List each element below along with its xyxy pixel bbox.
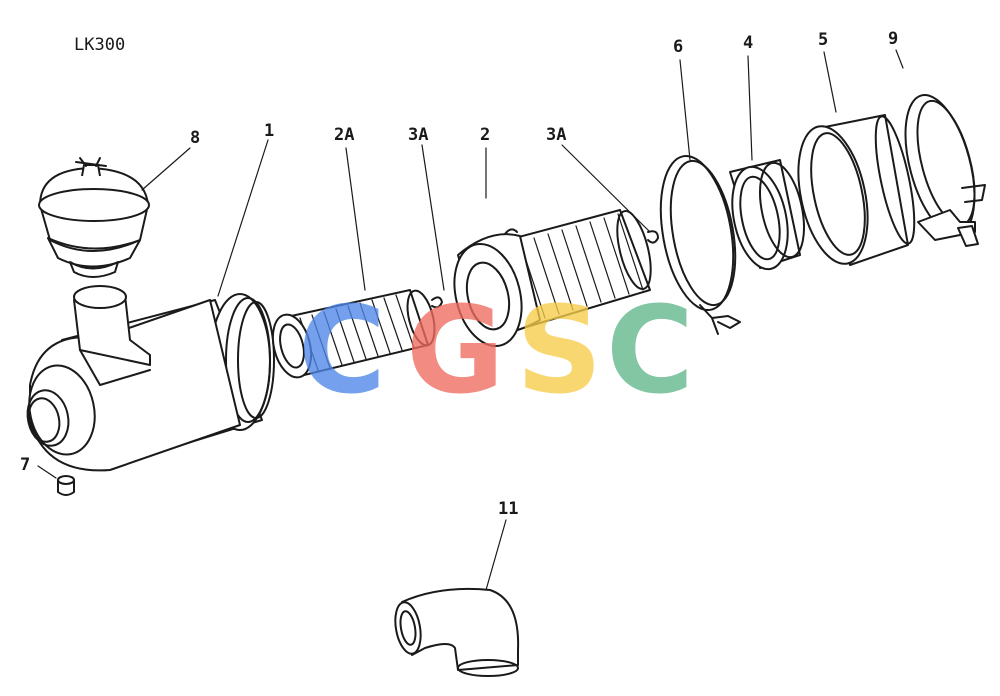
label-5: 5: [818, 30, 828, 50]
part-9-clamp: [904, 94, 986, 247]
label-6: 6: [673, 37, 683, 57]
model-code: LK300: [74, 35, 125, 55]
part-2-primary-element: [453, 209, 659, 348]
label-4: 4: [743, 33, 753, 53]
label-3a-left: 3A: [408, 125, 428, 145]
part-5-outer-cover: [797, 114, 916, 266]
label-2: 2: [480, 125, 490, 145]
part-labels: 8 1 2A 3A 2 3A 6 4 5 9 7 11: [20, 29, 898, 519]
label-9: 9: [888, 29, 898, 49]
watermark-letter-1: C: [298, 282, 386, 421]
label-3a-right: 3A: [546, 125, 566, 145]
watermark: C G S C: [298, 282, 694, 421]
label-7: 7: [20, 455, 30, 475]
watermark-letter-4: C: [606, 282, 694, 421]
label-11: 11: [498, 499, 518, 519]
part-6-clamp-band: [659, 154, 741, 335]
leader-lines: [37, 49, 904, 591]
label-2a: 2A: [334, 125, 354, 145]
watermark-letter-3: S: [516, 282, 602, 421]
watermark-letter-2: G: [406, 282, 505, 421]
part-11-elbow-hose: [394, 587, 520, 677]
part-8-precleaner-cap: [38, 157, 150, 278]
label-1: 1: [264, 121, 274, 141]
part-1-housing: [26, 285, 275, 496]
part-4-seal-ring: [729, 159, 805, 271]
part-2a-safety-element: [271, 289, 443, 379]
label-8: 8: [190, 128, 200, 148]
